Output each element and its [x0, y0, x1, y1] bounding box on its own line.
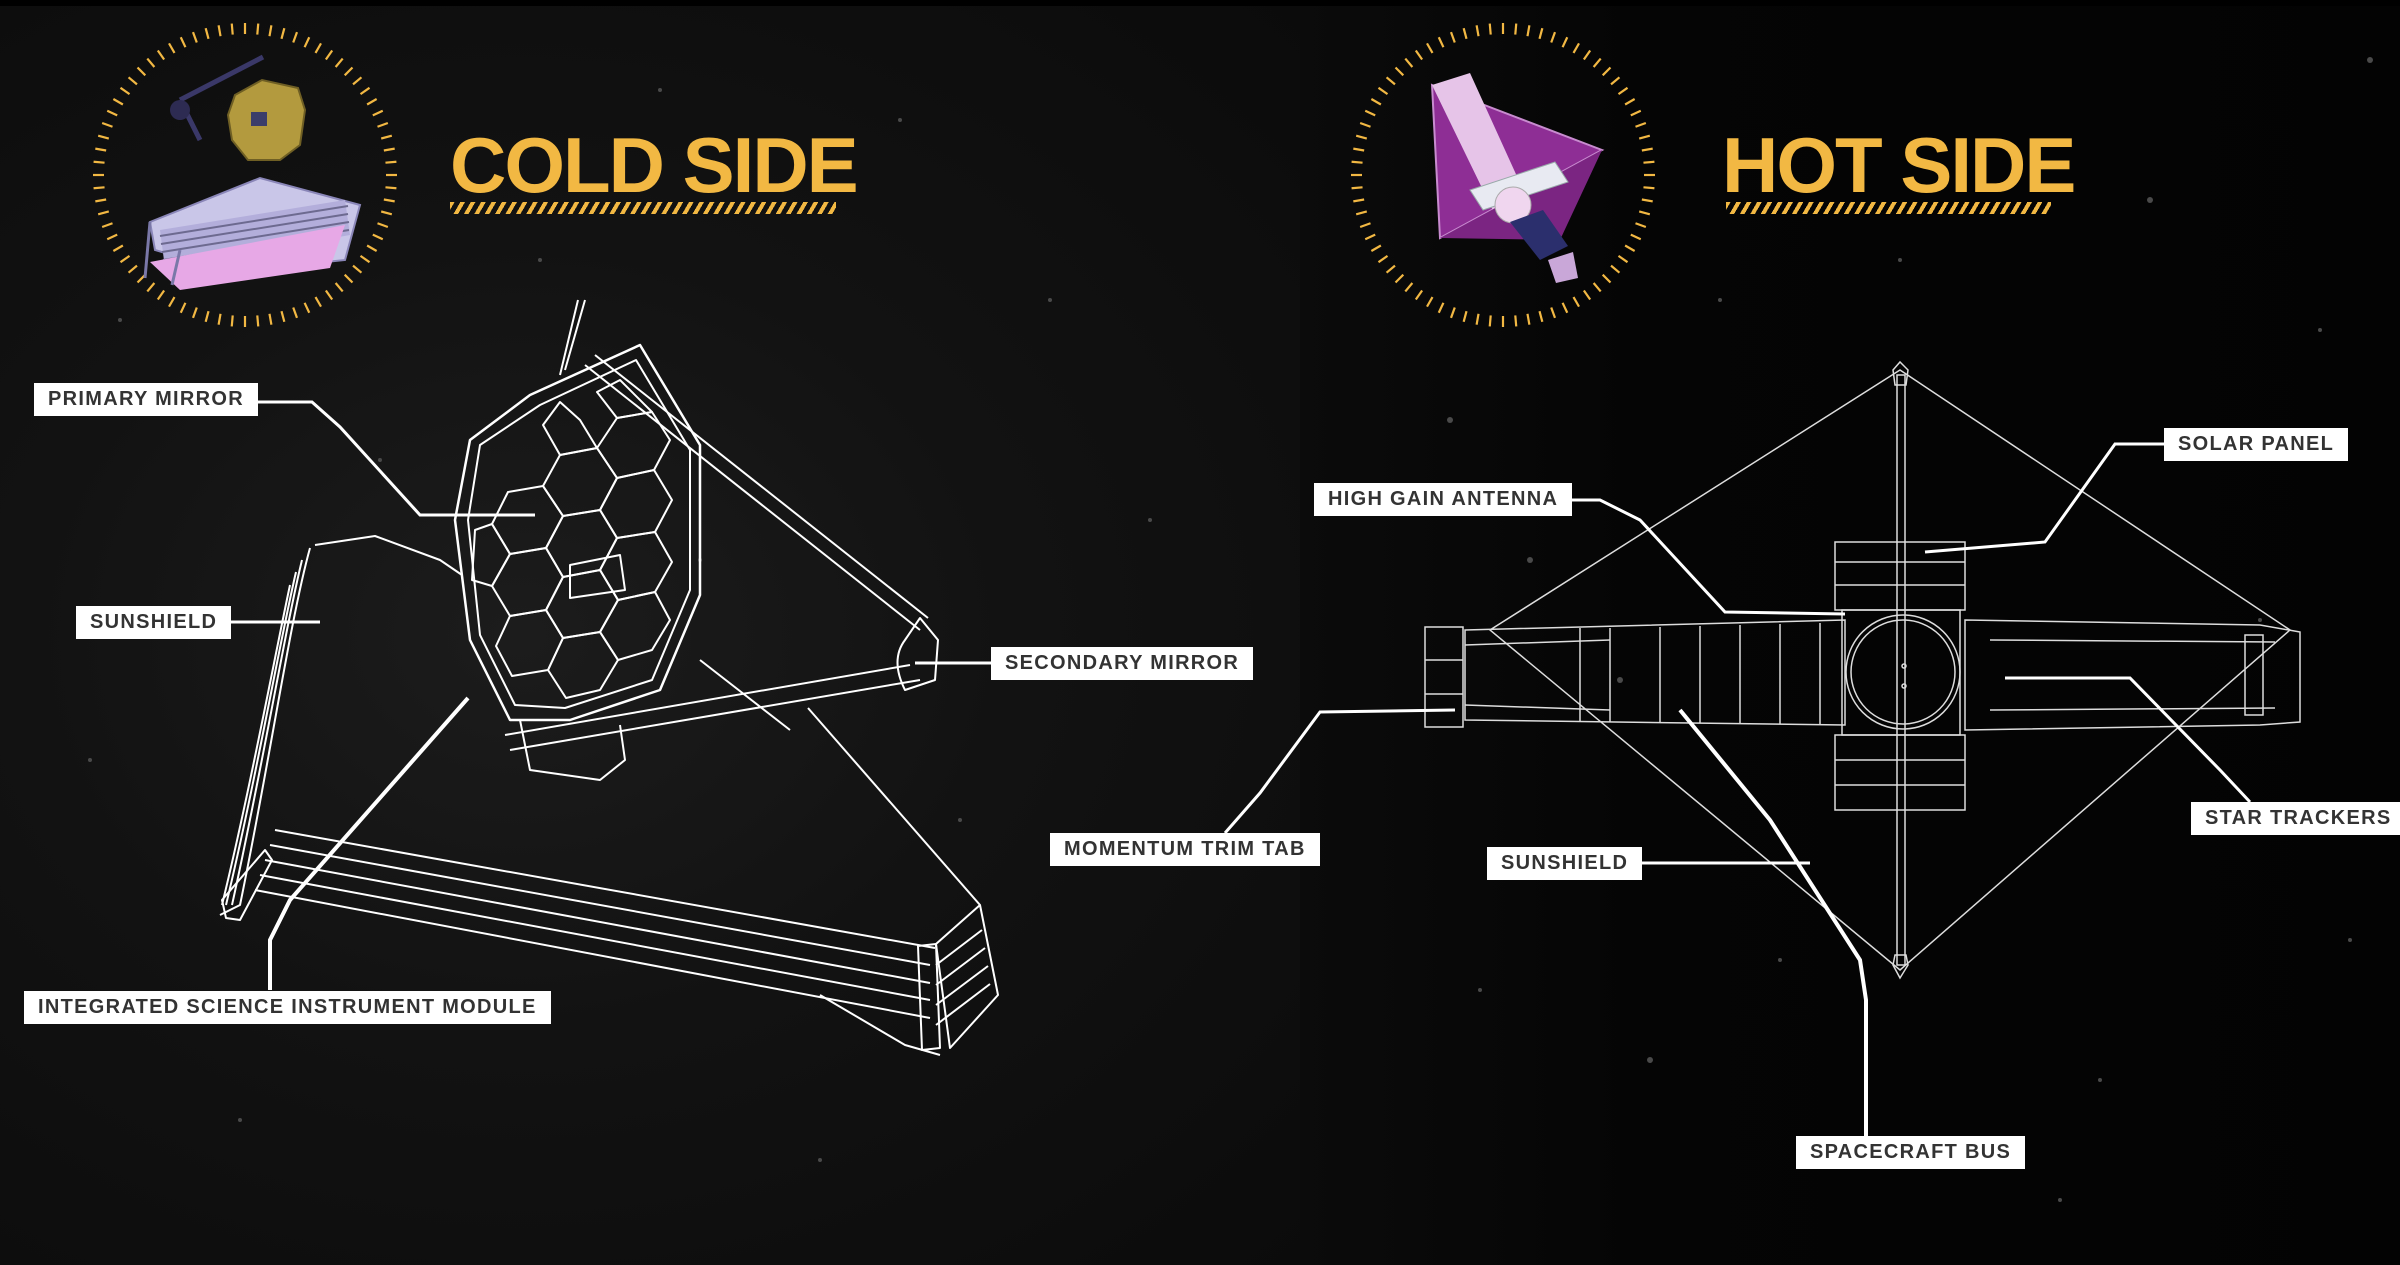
hot-side-title: HOT SIDE	[1722, 121, 2076, 209]
label-solar-panel: SOLAR PANEL	[2164, 428, 2349, 461]
webb-telescope-hot-side-icon	[1430, 73, 1605, 283]
label-momentum-trim-tab: MOMENTUM TRIM TAB	[1050, 833, 1320, 866]
label-spacecraft-bus: SPACECRAFT BUS	[1796, 1136, 2026, 1169]
hot-side-tick-ring	[1351, 23, 1655, 327]
cold-side-tick-ring	[93, 23, 397, 327]
hot-side-line-drawing	[1424, 360, 2301, 980]
cold-side-title-stripe	[450, 202, 836, 214]
label-sunshield-hot: SUNSHIELD	[1487, 847, 1643, 880]
cold-side-line-drawing	[219, 299, 999, 1056]
label-star-trackers: STAR TRACKERS	[2191, 802, 2400, 835]
label-isim: INTEGRATED SCIENCE INSTRUMENT MODULE	[24, 991, 551, 1024]
hot-side-title-stripe	[1726, 202, 2051, 214]
hot-side-leader-lines	[1223, 442, 2252, 1136]
webb-telescope-cold-side-icon	[143, 54, 362, 290]
top-strip	[0, 0, 2400, 6]
label-secondary-mirror: SECONDARY MIRROR	[991, 647, 1254, 680]
cold-side-title: COLD SIDE	[450, 121, 859, 209]
label-high-gain-antenna: HIGH GAIN ANTENNA	[1314, 483, 1573, 516]
label-sunshield-cold: SUNSHIELD	[76, 606, 232, 639]
label-primary-mirror: PRIMARY MIRROR	[34, 383, 258, 416]
